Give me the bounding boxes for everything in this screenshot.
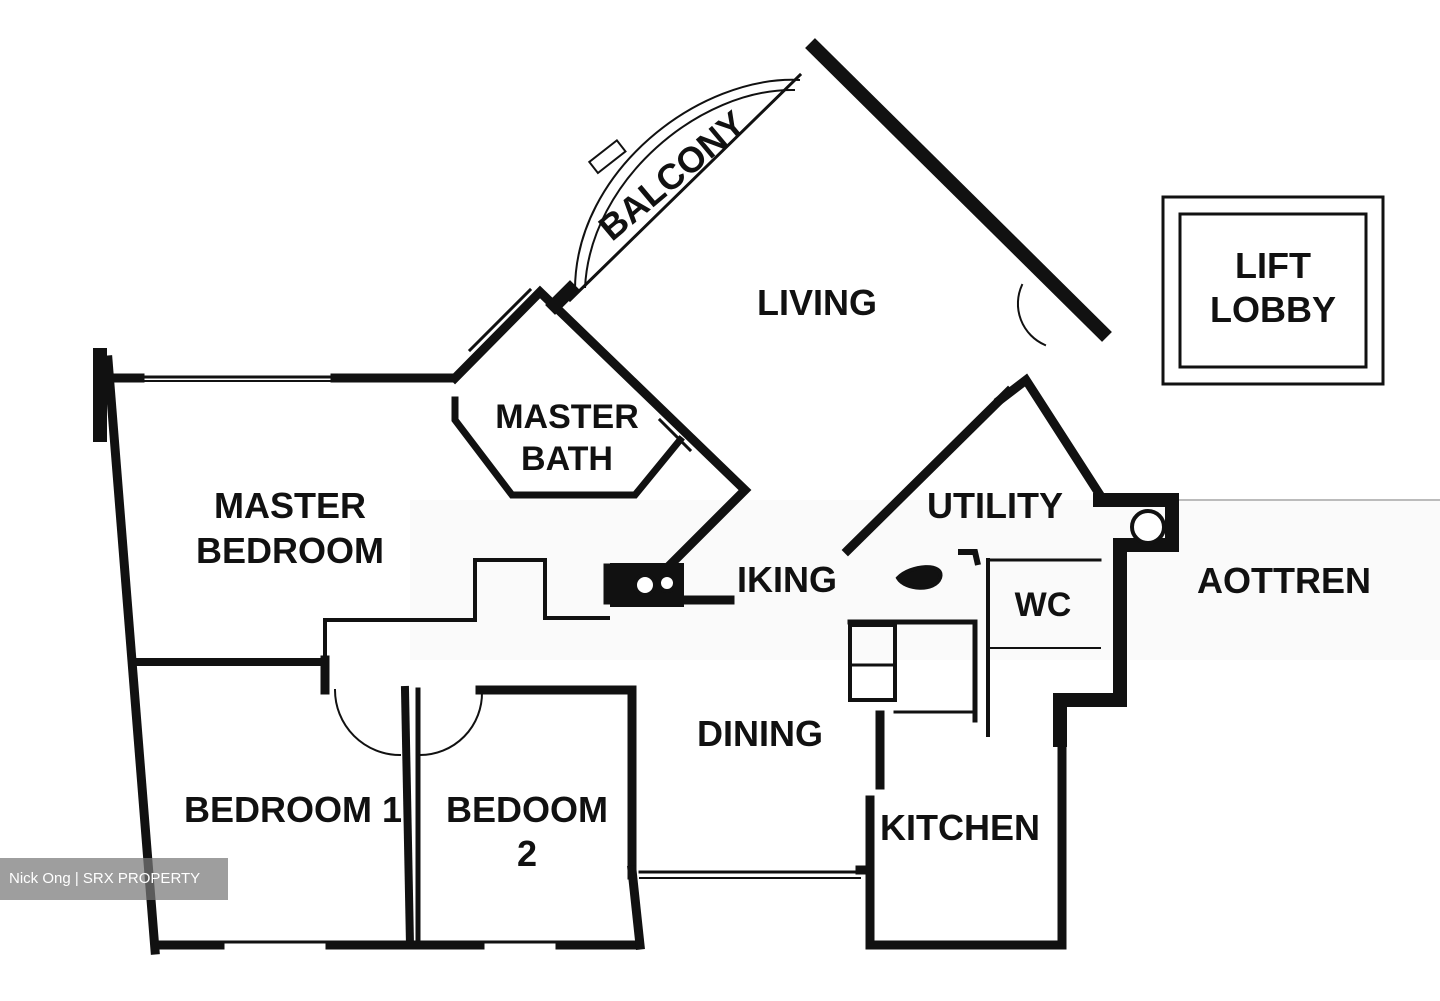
fixtures xyxy=(610,509,1166,607)
master-bath-label-2: BATH xyxy=(521,440,613,478)
balcony-outline xyxy=(574,78,801,291)
lift-lobby-label-1: LIFT xyxy=(1235,245,1311,286)
kitchen-label: KITCHEN xyxy=(880,807,1040,848)
dining-label: DINING xyxy=(697,713,823,754)
master-bedroom-label-1: MASTER xyxy=(214,485,366,526)
wc-label: WC xyxy=(1015,586,1072,624)
bedroom2-label-2: 2 xyxy=(517,833,537,874)
living-label: LIVING xyxy=(757,282,877,323)
aotren-label: AOTTREN xyxy=(1197,560,1371,601)
bedroom1-label: BEDROOM 1 xyxy=(184,789,402,830)
watermark: Nick Ong | SRX PROPERTY xyxy=(0,858,228,900)
lift-lobby-label-2: LOBBY xyxy=(1210,289,1336,330)
lift-lobby-box xyxy=(1161,195,1385,386)
utility-label: UTILITY xyxy=(927,485,1063,526)
living-partial-label: IKING xyxy=(737,559,837,600)
walls xyxy=(93,38,1179,955)
master-bedroom-label-2: BEDROOM xyxy=(196,530,384,571)
master-bath-label-1: MASTER xyxy=(495,398,639,436)
bedroom2-label-1: BEDOOM xyxy=(446,789,608,830)
